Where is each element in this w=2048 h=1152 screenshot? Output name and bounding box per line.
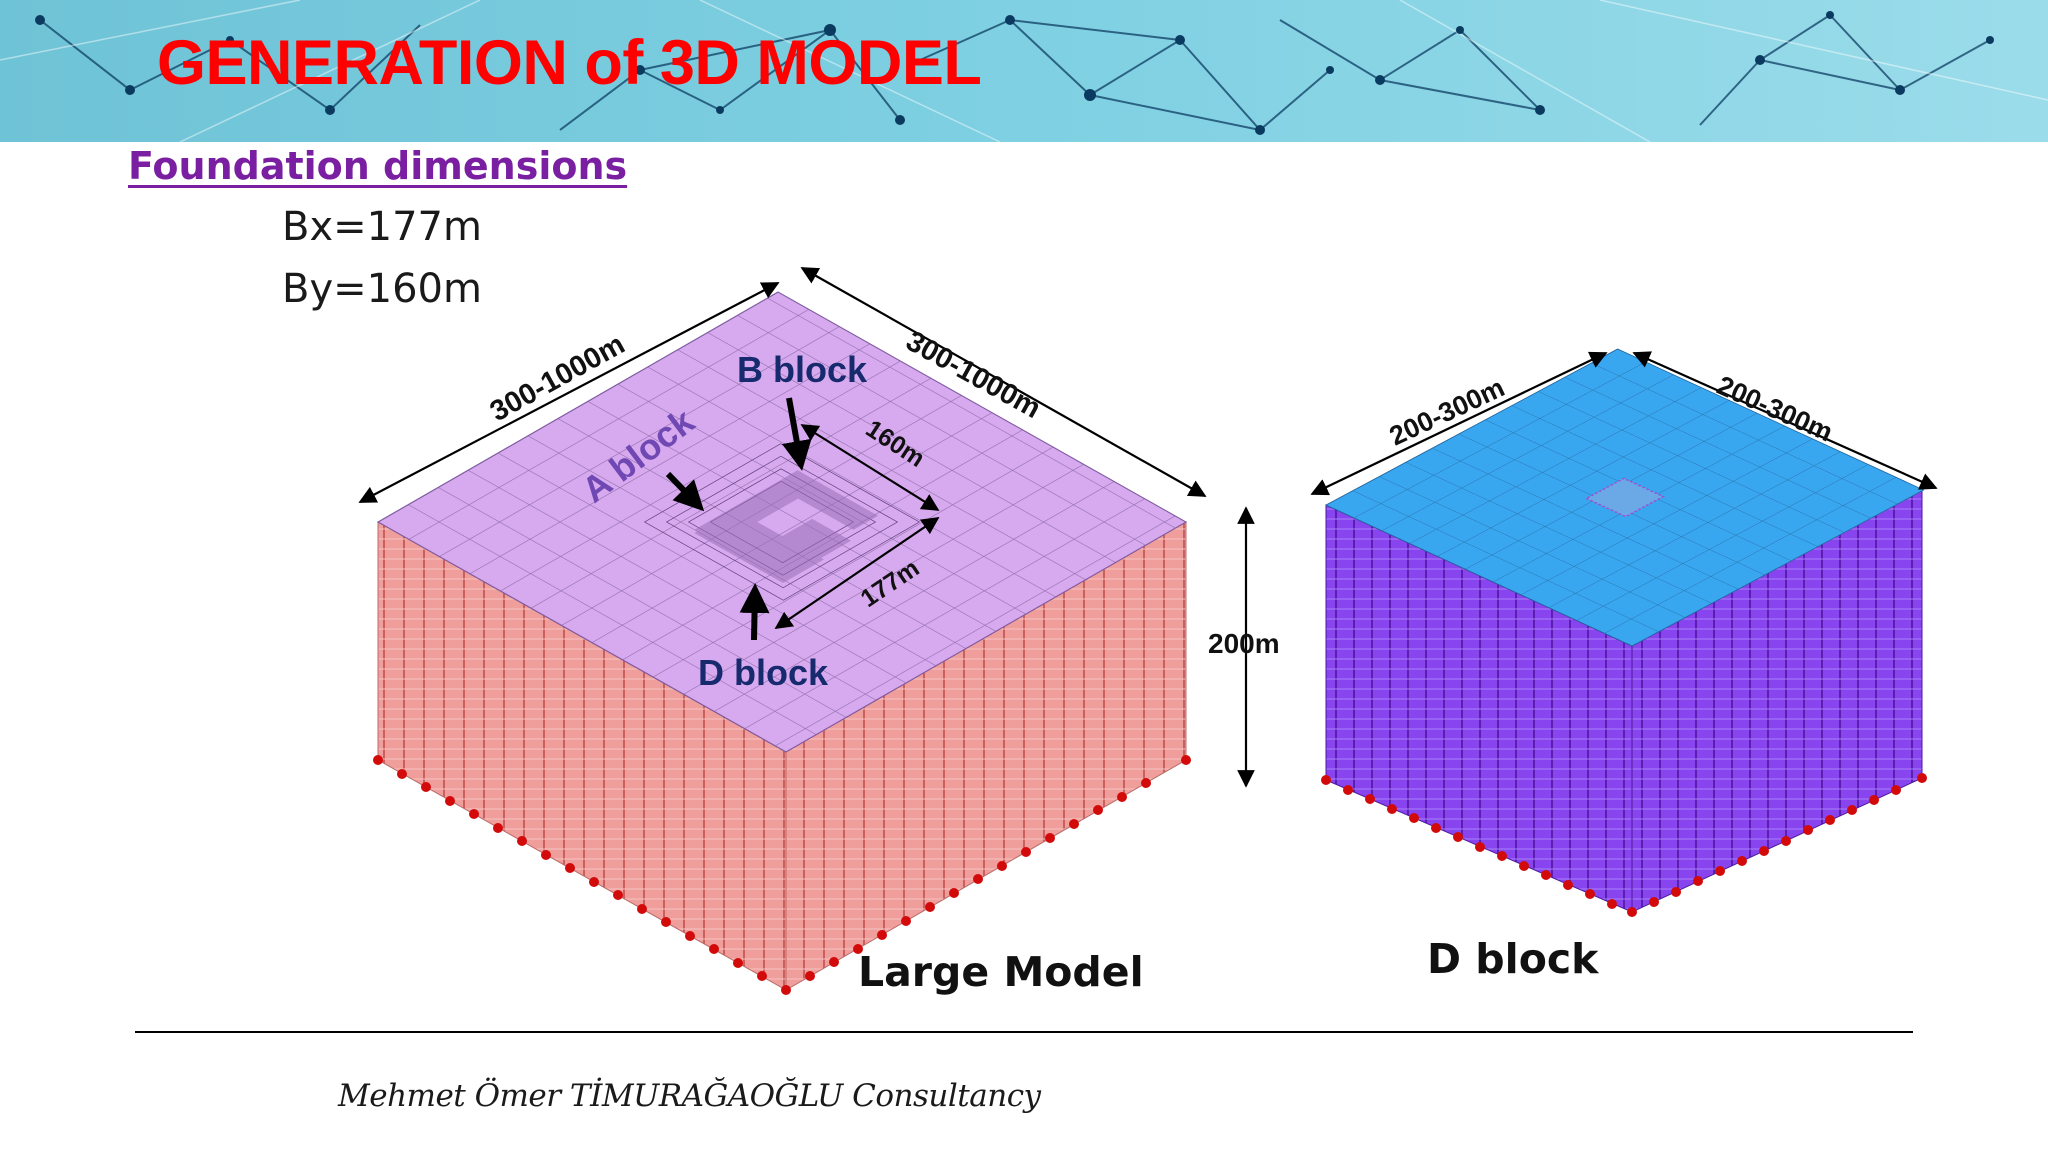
dimension-arrows-large <box>358 267 1255 788</box>
footer-credit: Mehmet Ömer TİMURAĞAOĞLU Consultancy <box>338 1078 1041 1114</box>
network-banner <box>0 0 2048 142</box>
block-pointer-arrows <box>665 397 812 641</box>
b-block-label: B block <box>737 349 868 390</box>
dimension-arrows-d-block <box>1310 351 1938 496</box>
d-block-supports <box>1321 773 1927 917</box>
depth-label: 200m <box>1208 628 1280 659</box>
large-model-caption: Large Model <box>858 948 1144 996</box>
large-model-supports <box>373 755 1191 995</box>
d-block-label: D block <box>698 652 829 693</box>
foundation-bx: Bx=177m <box>282 204 482 250</box>
slide-title: GENERATION of 3D MODEL <box>157 28 982 98</box>
footer-rule <box>135 1031 1913 1033</box>
foundation-heading: Foundation dimensions <box>128 144 628 188</box>
d-block-caption: D block <box>1427 935 1600 983</box>
